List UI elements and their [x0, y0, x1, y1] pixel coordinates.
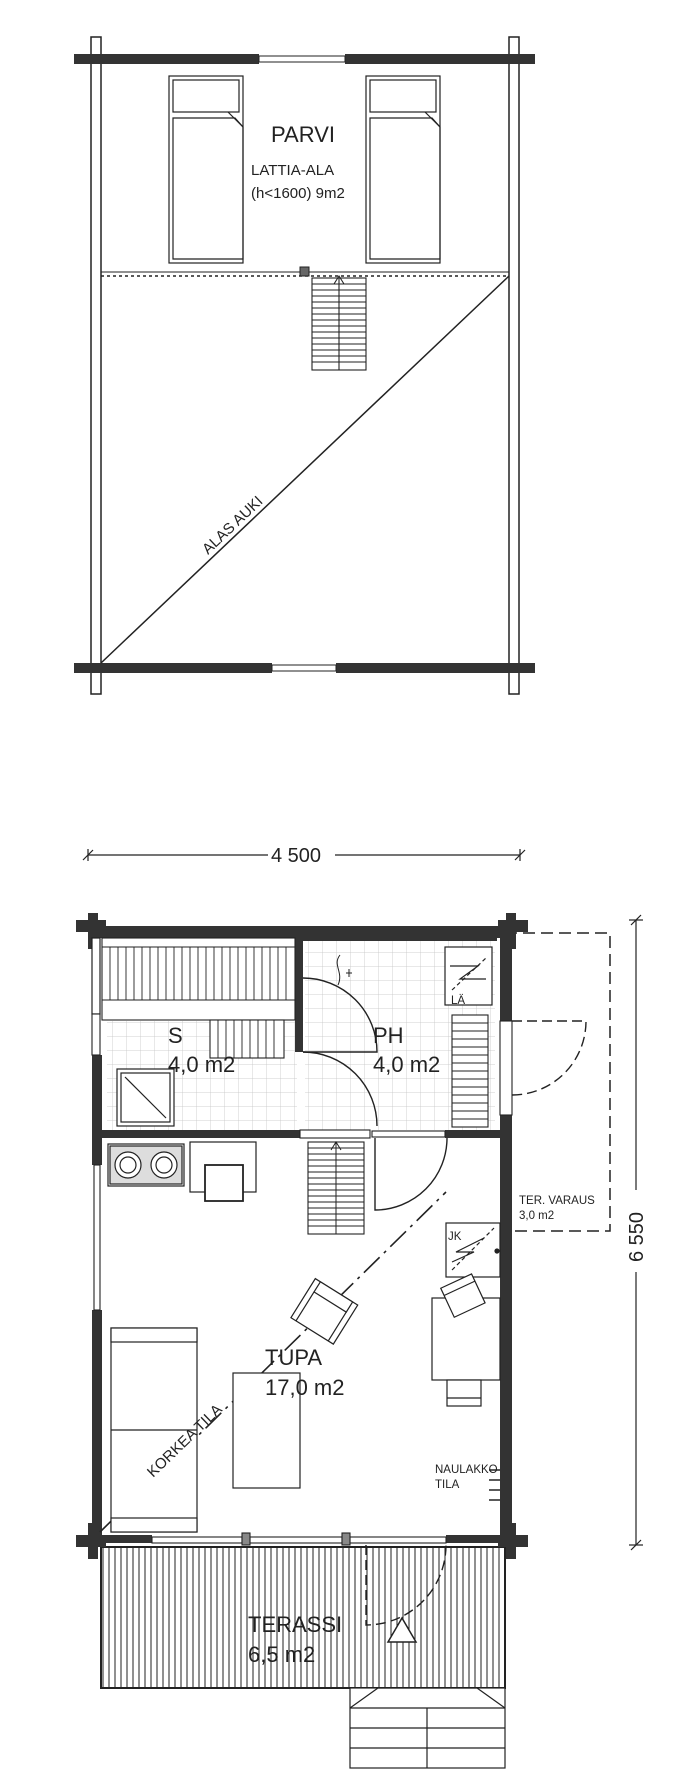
dining-chair-bottom: [446, 1379, 482, 1407]
fridge: [445, 1222, 501, 1278]
depth-dimension-line: [629, 914, 643, 1551]
washroom-bench-slats: [452, 1022, 488, 1120]
exterior-door: [511, 1020, 587, 1096]
terrace-steps: [349, 1687, 506, 1769]
terrace-name: TERASSI: [248, 1612, 342, 1637]
washroom-name: PH: [373, 1023, 404, 1048]
sauna-door: [302, 1051, 378, 1127]
depth-dimension: 6 550: [626, 1212, 648, 1262]
heater-label: LÄ: [451, 995, 465, 1007]
coat-rack-line2: TILA: [435, 1479, 460, 1491]
coffee-table: [232, 1372, 301, 1489]
coat-rack-line1: NAULAKKO: [435, 1464, 498, 1476]
living-room-area: 17,0 m2: [265, 1375, 345, 1400]
loft-room-name: PARVI: [271, 122, 335, 147]
cooktop: [107, 1143, 185, 1187]
kitchen-counter: [189, 1141, 257, 1202]
loft-plan: [74, 36, 535, 695]
loft-top-wall-right: [345, 54, 535, 64]
loft-bottom-wall-left: [74, 663, 272, 673]
water-heater: [444, 946, 493, 1006]
sauna-bench-slats: [109, 947, 287, 1058]
sauna-stove: [116, 1068, 175, 1127]
loft-bed-left: [168, 75, 244, 264]
loft-bed-right: [365, 75, 441, 264]
terrace-area: 6,5 m2: [248, 1642, 315, 1667]
ground-walls: [76, 913, 528, 1559]
sauna-name: S: [168, 1023, 183, 1048]
loft-window-bottom: [271, 664, 337, 672]
terrace-storage-area: 3,0 m2: [519, 1210, 554, 1222]
door-swings: [302, 977, 587, 1626]
living-room-name: TUPA: [265, 1345, 322, 1370]
loft-post-left: [90, 36, 102, 695]
loft-floor-area-label: LATTIA-ALA: [251, 162, 334, 179]
width-dimension-line: [82, 849, 526, 861]
terrace-storage-outline: [505, 932, 611, 1232]
loft-opening-label: ALAS AUKI: [199, 493, 266, 558]
armchair: [290, 1277, 359, 1345]
width-dimension: 4 500: [271, 845, 321, 867]
shower-head: [336, 954, 352, 986]
loft-stair: [311, 274, 367, 371]
dining-chair-top: [439, 1273, 486, 1319]
terrace-door: [365, 1544, 447, 1626]
sofa: [110, 1327, 198, 1533]
ground-stair-treads: [308, 1141, 364, 1234]
terrace-storage-name: TER. VARAUS: [519, 1195, 595, 1207]
ground-openings: [91, 1013, 513, 1546]
entrance-marker-icon: [386, 1616, 418, 1643]
loft-top-wall-left: [74, 54, 259, 64]
loft-floor-area-value: (h<1600) 9m2: [251, 185, 345, 202]
loft-window-top: [258, 55, 346, 63]
coat-rack-hooks: [489, 1469, 500, 1501]
loft-bottom-wall-right: [336, 663, 535, 673]
fridge-label: JK: [448, 1231, 462, 1243]
washroom-area: 4,0 m2: [373, 1052, 440, 1077]
entry-door: [374, 1137, 448, 1211]
loft-opening-diagonal: [100, 275, 510, 664]
terrace-deck: [100, 1546, 506, 1689]
sauna-area: 4,0 m2: [168, 1052, 235, 1077]
loft-post-right: [508, 36, 520, 695]
loft-railing-post: [299, 266, 310, 277]
